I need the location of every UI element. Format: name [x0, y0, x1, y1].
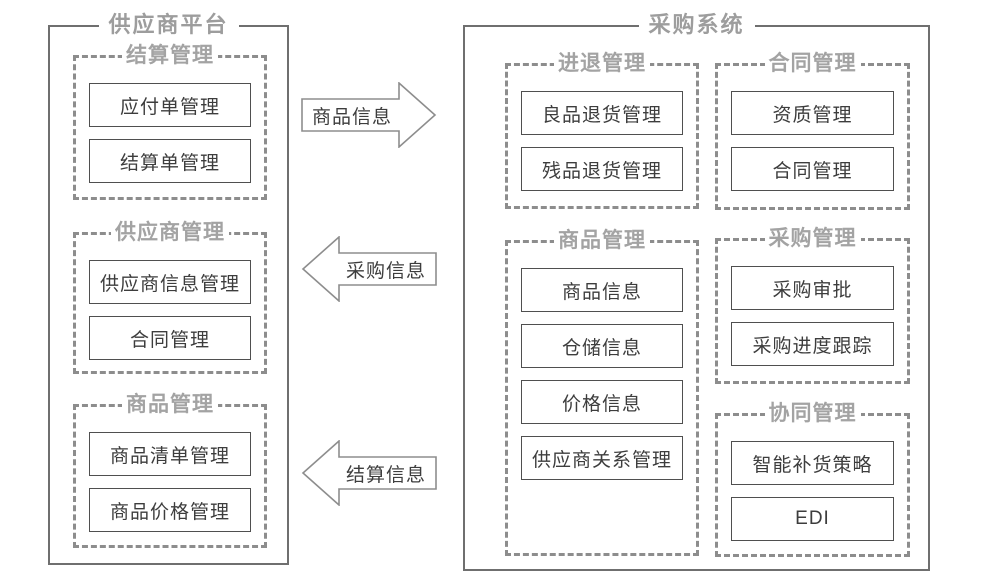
group-boxes: 智能补货策略 EDI	[718, 416, 907, 554]
group-contract-management: 合同管理 资质管理 合同管理	[715, 50, 910, 210]
group-title: 协同管理	[764, 400, 861, 428]
panel-title-procurement-system: 采购系统	[638, 11, 755, 39]
arrow-right-icon	[301, 82, 437, 148]
arrow-left-icon	[301, 236, 437, 302]
group-goods-management-right: 商品管理 商品信息 仓储信息 价格信息 供应商关系管理	[505, 227, 699, 556]
group-boxes: 供应商信息管理 合同管理	[76, 235, 264, 371]
arrow-goods-info-right: 商品信息	[301, 82, 437, 148]
module-box: 残品退货管理	[521, 147, 683, 191]
module-box: 采购审批	[731, 266, 894, 310]
group-boxes: 商品信息 仓储信息 价格信息 供应商关系管理	[508, 243, 696, 553]
group-boxes: 商品清单管理 商品价格管理	[76, 407, 264, 545]
group-title: 供应商管理	[111, 219, 229, 247]
module-box: EDI	[731, 497, 894, 541]
arrow-label: 结算信息	[345, 464, 426, 486]
group-title: 采购管理	[764, 225, 861, 253]
module-box: 合同管理	[89, 316, 251, 360]
group-title: 合同管理	[764, 50, 861, 78]
module-box: 资质管理	[731, 91, 894, 135]
module-box: 仓储信息	[521, 324, 683, 368]
module-box: 结算单管理	[89, 139, 251, 183]
arrow-label: 采购信息	[345, 260, 426, 282]
group-boxes: 采购审批 采购进度跟踪	[718, 241, 907, 381]
module-box: 商品清单管理	[89, 432, 251, 476]
group-boxes: 良品退货管理 残品退货管理	[508, 66, 696, 206]
group-settlement-management: 结算管理 应付单管理 结算单管理	[73, 42, 267, 200]
panel-supplier-platform: 供应商平台 结算管理 应付单管理 结算单管理 供应商管理 供应商信息管理 合同管…	[48, 11, 289, 565]
module-box: 商品价格管理	[89, 488, 251, 532]
module-box: 应付单管理	[89, 83, 251, 127]
module-box: 供应商信息管理	[89, 260, 251, 304]
module-box: 供应商关系管理	[521, 436, 683, 480]
group-goods-management-left: 商品管理 商品清单管理 商品价格管理	[73, 391, 267, 548]
group-boxes: 资质管理 合同管理	[718, 66, 907, 207]
module-box: 良品退货管理	[521, 91, 683, 135]
module-box: 合同管理	[731, 147, 894, 191]
module-box: 智能补货策略	[731, 441, 894, 485]
arrow-label: 商品信息	[311, 106, 392, 128]
group-inout-management: 进退管理 良品退货管理 残品退货管理	[505, 50, 699, 209]
group-title: 商品管理	[122, 391, 218, 419]
group-title: 进退管理	[554, 50, 650, 78]
arrow-purchase-info-left: 采购信息	[301, 236, 437, 302]
group-title: 商品管理	[554, 227, 650, 255]
group-supplier-management: 供应商管理 供应商信息管理 合同管理	[73, 219, 267, 374]
group-collaboration-management: 协同管理 智能补货策略 EDI	[715, 400, 910, 557]
panel-title-supplier-platform: 供应商平台	[98, 11, 239, 39]
group-title: 结算管理	[122, 42, 218, 70]
module-box: 商品信息	[521, 268, 683, 312]
arrow-left-icon	[301, 440, 437, 506]
module-box: 价格信息	[521, 380, 683, 424]
panel-procurement-system: 采购系统 进退管理 良品退货管理 残品退货管理 商品管理 商品信息 仓储信息 价…	[463, 11, 930, 571]
module-box: 采购进度跟踪	[731, 322, 894, 366]
group-purchase-management: 采购管理 采购审批 采购进度跟踪	[715, 225, 910, 384]
group-boxes: 应付单管理 结算单管理	[76, 58, 264, 197]
arrow-settlement-info-left: 结算信息	[301, 440, 437, 506]
